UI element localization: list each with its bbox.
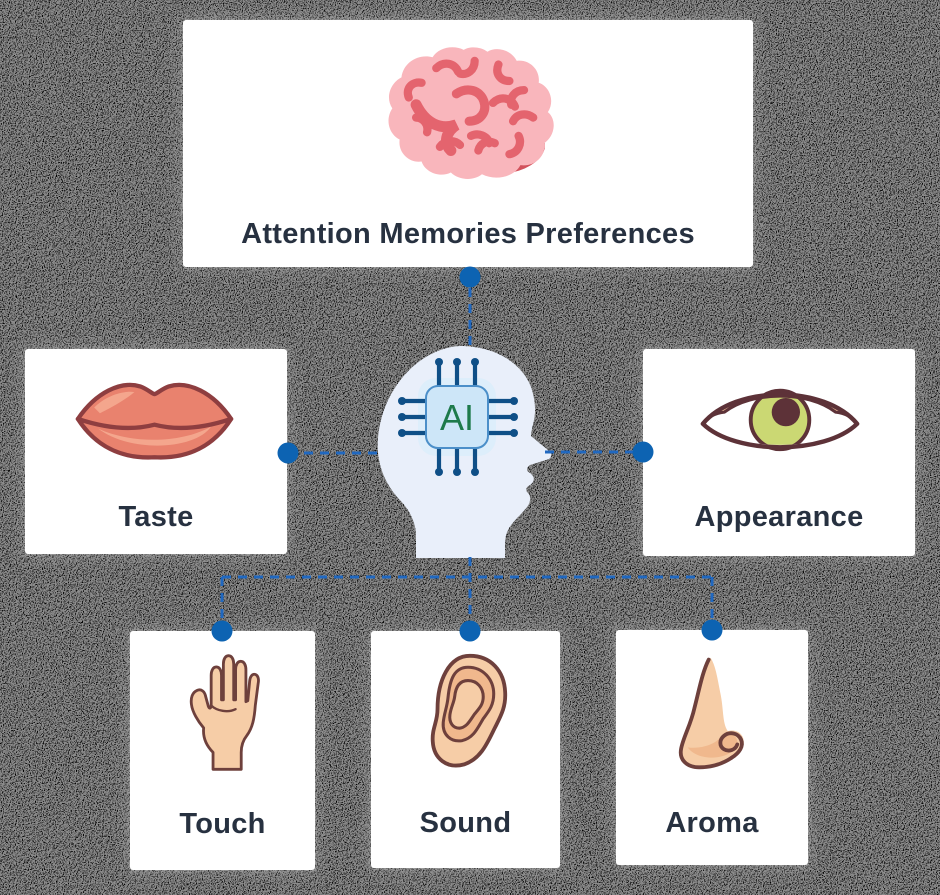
nose-icon (678, 657, 744, 770)
lips-icon (75, 382, 234, 460)
node-card-cognition: Attention Memories Preferences (183, 20, 753, 267)
head-silhouette-icon: AI (377, 346, 552, 558)
node-label-touch: Touch (179, 808, 266, 840)
hand-icon (189, 654, 260, 771)
eye-icon (700, 388, 860, 452)
brain-icon (388, 47, 554, 179)
node-card-sound: Sound (371, 631, 560, 868)
node-label-aroma: Aroma (665, 807, 759, 839)
node-card-taste: Taste (25, 349, 287, 554)
node-label-sound: Sound (419, 807, 512, 839)
ai-chip-label: AI (440, 397, 474, 438)
node-label-taste: Taste (118, 501, 194, 533)
ear-icon (430, 653, 508, 768)
node-card-touch: Touch (130, 631, 315, 870)
node-label-cognition: Attention Memories Preferences (241, 218, 695, 250)
node-card-appearance: Appearance (643, 349, 915, 556)
node-label-appearance: Appearance (694, 501, 864, 533)
node-card-aroma: Aroma (616, 630, 808, 865)
junction-dot-cognition (459, 266, 481, 288)
